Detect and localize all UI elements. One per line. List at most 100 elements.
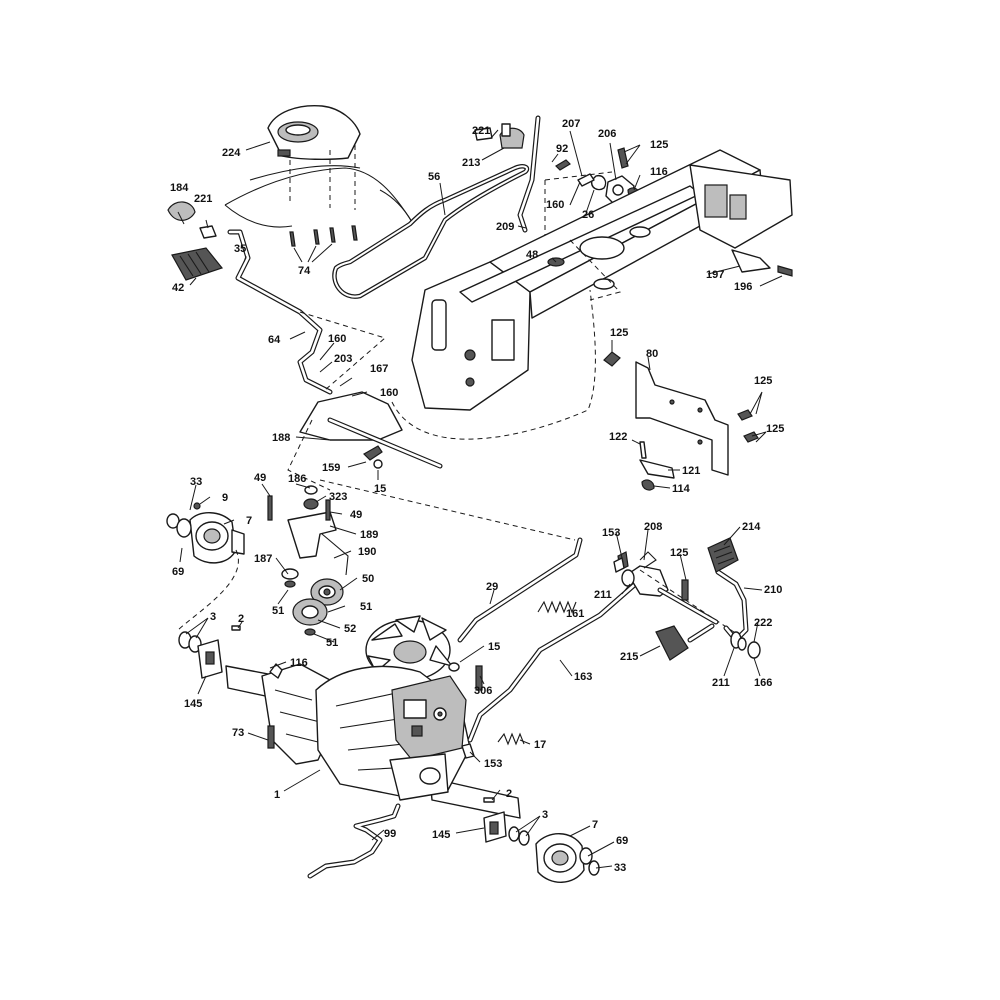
pedal-pad-215 <box>655 625 689 661</box>
callout-51-b: 51 <box>360 601 372 613</box>
idler-bracket-189 <box>267 485 349 588</box>
key-2-left <box>231 625 241 631</box>
callout-153-upper: 153 <box>602 527 620 539</box>
dash-panel <box>224 165 413 228</box>
idler-pulley-52 <box>292 598 328 636</box>
idler-pulley-50 <box>310 578 344 606</box>
callout-73: 73 <box>232 727 244 739</box>
callout-69-right: 69 <box>616 835 628 847</box>
callout-69-left: 69 <box>172 566 184 578</box>
callout-116-top: 116 <box>650 166 668 178</box>
callout-214: 214 <box>742 521 761 533</box>
callout-145-right: 145 <box>432 829 450 841</box>
callout-48: 48 <box>526 249 538 261</box>
callout-186: 186 <box>288 473 306 485</box>
washers-3-left <box>178 631 202 653</box>
shift-linkage-188 <box>287 289 596 541</box>
rod-29 <box>457 537 583 643</box>
callout-labels: 224 74 56 184 221 42 35 64 221 213 209 9… <box>170 118 784 874</box>
bushing-145-left <box>197 639 223 679</box>
callout-203: 203 <box>334 353 352 365</box>
callout-209: 209 <box>496 221 514 233</box>
callout-188: 188 <box>272 432 290 444</box>
side-panel-80 <box>635 361 729 476</box>
callout-35: 35 <box>234 243 246 255</box>
callout-121: 121 <box>682 465 700 477</box>
seat-parts <box>474 123 525 149</box>
bushing-145-right <box>483 811 507 843</box>
bracket-121 <box>639 441 675 491</box>
callout-122: 122 <box>609 431 627 443</box>
callout-221-top: 221 <box>472 125 490 137</box>
callout-224: 224 <box>222 147 241 159</box>
callout-323: 323 <box>329 491 347 503</box>
callout-42: 42 <box>172 282 184 294</box>
callout-3-right: 3 <box>542 809 548 821</box>
callout-215: 215 <box>620 651 638 663</box>
callout-184: 184 <box>170 182 189 194</box>
callout-3-left: 3 <box>210 611 216 623</box>
callout-125-pedal: 125 <box>670 547 688 559</box>
dash-hub-left <box>177 549 239 631</box>
callout-26: 26 <box>582 209 594 221</box>
callout-114: 114 <box>672 483 691 495</box>
callout-2-right: 2 <box>506 788 512 800</box>
pin-153-upper <box>613 557 625 573</box>
callout-208: 208 <box>644 521 662 533</box>
callout-197: 197 <box>706 269 724 281</box>
callout-99: 99 <box>384 828 396 840</box>
callout-2-left: 2 <box>238 613 244 625</box>
callout-116-lower: 116 <box>290 657 308 669</box>
callout-163: 163 <box>574 671 592 683</box>
callout-145-left: 145 <box>184 698 202 710</box>
drive-belt-56 <box>332 164 530 299</box>
callout-51-a: 51 <box>272 605 284 617</box>
bolt-306 <box>448 662 483 691</box>
callout-15-mid: 15 <box>374 483 386 495</box>
cooling-fan <box>365 615 453 685</box>
callout-206: 206 <box>598 128 616 140</box>
callout-196: 196 <box>734 281 752 293</box>
callout-49-left: 49 <box>254 472 266 484</box>
callout-306: 306 <box>474 685 492 697</box>
shift-lever <box>227 229 387 395</box>
knob-184 <box>167 201 196 221</box>
callout-211-b: 211 <box>712 677 730 689</box>
callout-160-top: 160 <box>546 199 564 211</box>
callout-7-left: 7 <box>246 515 252 527</box>
callout-1: 1 <box>274 789 280 801</box>
callout-51-c: 51 <box>326 637 338 649</box>
callout-221-left: 221 <box>194 193 212 205</box>
washers-left-33-69 <box>166 502 201 538</box>
callout-9: 9 <box>222 492 228 504</box>
bracket-197 <box>731 249 793 277</box>
callout-92: 92 <box>556 143 568 155</box>
hub-left-7 <box>189 512 245 564</box>
callout-210: 210 <box>764 584 782 596</box>
callout-80: 80 <box>646 348 658 360</box>
bolt-73 <box>267 725 275 749</box>
pedal-arm-210 <box>687 569 749 643</box>
callout-49-right: 49 <box>350 509 362 521</box>
brake-pedal-pad-214 <box>707 537 739 573</box>
callout-33-right: 33 <box>614 862 626 874</box>
callout-125-panel-c: 125 <box>766 423 784 435</box>
key-2-right <box>483 797 495 803</box>
callout-153-lower: 153 <box>484 758 502 770</box>
main-frame <box>411 149 793 411</box>
callout-190: 190 <box>358 546 376 558</box>
callout-74: 74 <box>298 265 311 277</box>
callout-29: 29 <box>486 581 498 593</box>
transaxle-1 <box>225 663 521 819</box>
hand-grip-42 <box>171 247 224 281</box>
callout-33-left: 33 <box>190 476 202 488</box>
callout-17: 17 <box>534 739 546 751</box>
callout-189: 189 <box>360 529 378 541</box>
callout-125-panel-a: 125 <box>610 327 628 339</box>
spring-17 <box>497 732 525 746</box>
callout-125-panel-b: 125 <box>754 375 772 387</box>
callout-15-lower: 15 <box>488 641 500 653</box>
rod-163 <box>467 577 643 743</box>
callout-161: 161 <box>566 608 584 620</box>
callout-7-right: 7 <box>592 819 598 831</box>
